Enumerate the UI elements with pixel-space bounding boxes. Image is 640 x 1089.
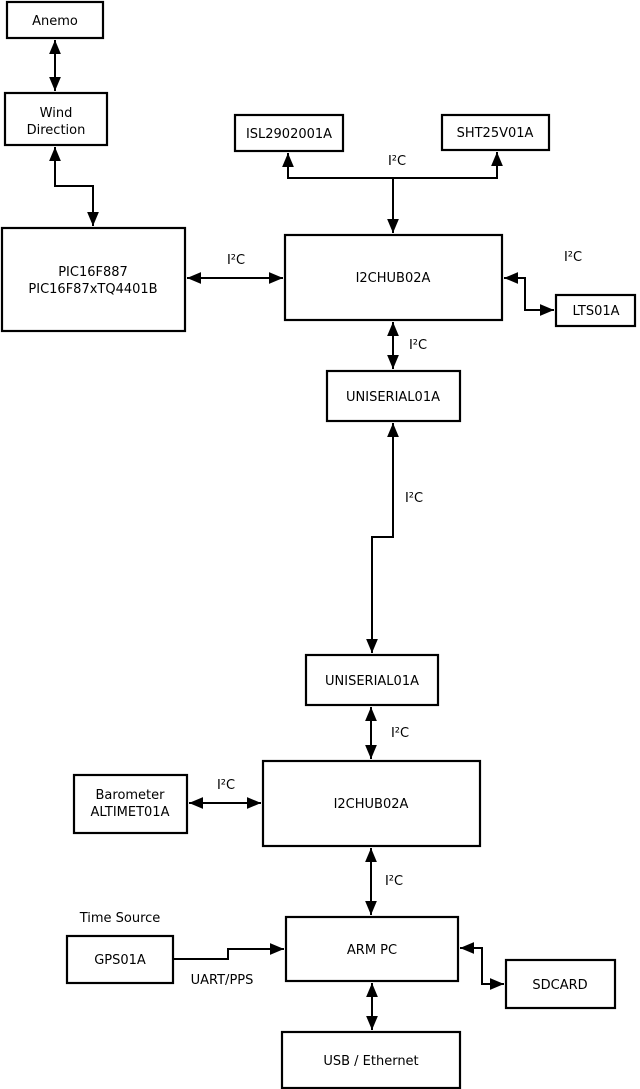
node-sdcard: SDCARD — [504, 958, 617, 1010]
barometer-label-line2: ALTIMET01A — [91, 805, 170, 820]
node-gps: GPS01A — [65, 934, 175, 985]
lts-sensor-box — [554, 293, 637, 328]
anemo-label: Anemo — [32, 14, 78, 29]
i2c-hub-top-box — [283, 233, 504, 322]
arm-pc-box — [284, 915, 460, 983]
anemo-box — [5, 0, 105, 40]
i2c-hub-top-label: I2CHUB02A — [356, 271, 431, 286]
wind-direction-label-line1: Wind — [40, 106, 73, 121]
barometer-box — [72, 773, 189, 835]
pic-mcu-box — [0, 226, 187, 333]
pic-mcu-label-line1: PIC16F887 — [58, 265, 128, 280]
edge-label-uniserial-to-hub2: I²C — [391, 726, 409, 741]
edge-label-hub-to-lts: I²C — [564, 250, 582, 265]
gps-label: GPS01A — [94, 953, 146, 968]
time-source-caption: Time Source — [79, 911, 161, 926]
usb-ethernet-label: USB / Ethernet — [323, 1054, 418, 1069]
node-arm-pc: ARM PC — [284, 915, 460, 983]
usb-ethernet-box — [280, 1030, 462, 1089]
edge-label-barometer-to-hub2: I²C — [217, 778, 235, 793]
sdcard-label: SDCARD — [532, 978, 587, 993]
i2c-hub-bottom-label: I2CHUB02A — [334, 797, 409, 812]
i2c-hub-bottom-box — [261, 759, 482, 848]
node-sht-sensor: SHT25V01A — [440, 113, 551, 152]
edge-label-hub-to-uniserial: I²C — [409, 338, 427, 353]
edge-label-pic-to-hub: I²C — [227, 253, 245, 268]
isl-sensor-box — [233, 113, 345, 153]
sdcard-box — [504, 958, 617, 1010]
edge-uniserial1-uniserial2 — [366, 423, 399, 653]
node-i2c-hub-top: I2CHUB02A — [283, 233, 504, 322]
pic-mcu-label-line2: PIC16F87xTQ4401B — [28, 282, 157, 297]
uniserial-bottom-label: UNISERIAL01A — [325, 674, 419, 689]
node-lts-sensor: LTS01A — [554, 293, 637, 328]
wind-direction-box — [3, 91, 109, 147]
uniserial-top-box — [325, 369, 462, 423]
sht-sensor-label: SHT25V01A — [457, 126, 534, 141]
lts-sensor-label: LTS01A — [572, 304, 619, 319]
isl-sensor-label: ISL2902001A — [246, 127, 332, 142]
node-barometer: Barometer ALTIMET01A — [72, 773, 189, 835]
edge-arm-sdcard — [460, 942, 504, 990]
node-wind-direction: Wind Direction — [3, 91, 109, 147]
barometer-label-line1: Barometer — [96, 788, 166, 803]
gps-box — [65, 934, 175, 985]
node-usb-ethernet: USB / Ethernet — [280, 1030, 462, 1089]
edge-label-uniserial-link: I²C — [405, 491, 423, 506]
uniserial-top-label: UNISERIAL01A — [346, 390, 440, 405]
node-i2c-hub-bottom: I2CHUB02A — [261, 759, 482, 848]
sht-sensor-box — [440, 113, 551, 152]
edge-gps-arm — [174, 943, 284, 960]
edge-hub1-lts — [504, 272, 554, 316]
edge-label-hub2-to-arm: I²C — [385, 874, 403, 889]
uniserial-bottom-box — [304, 653, 440, 707]
arm-pc-label: ARM PC — [347, 943, 397, 958]
edge-label-isl-sht-bus: I²C — [388, 154, 406, 169]
node-isl-sensor: ISL2902001A — [233, 113, 345, 153]
node-anemo: Anemo — [5, 0, 105, 40]
edge-label-gps-to-arm: UART/PPS — [191, 973, 254, 988]
node-pic-mcu: PIC16F887 PIC16F87xTQ4401B — [0, 226, 187, 333]
edge-wind-pic — [49, 147, 99, 226]
wind-direction-label-line2: Direction — [27, 123, 86, 138]
node-uniserial-bottom: UNISERIAL01A — [304, 653, 440, 707]
node-uniserial-top: UNISERIAL01A — [325, 369, 462, 423]
